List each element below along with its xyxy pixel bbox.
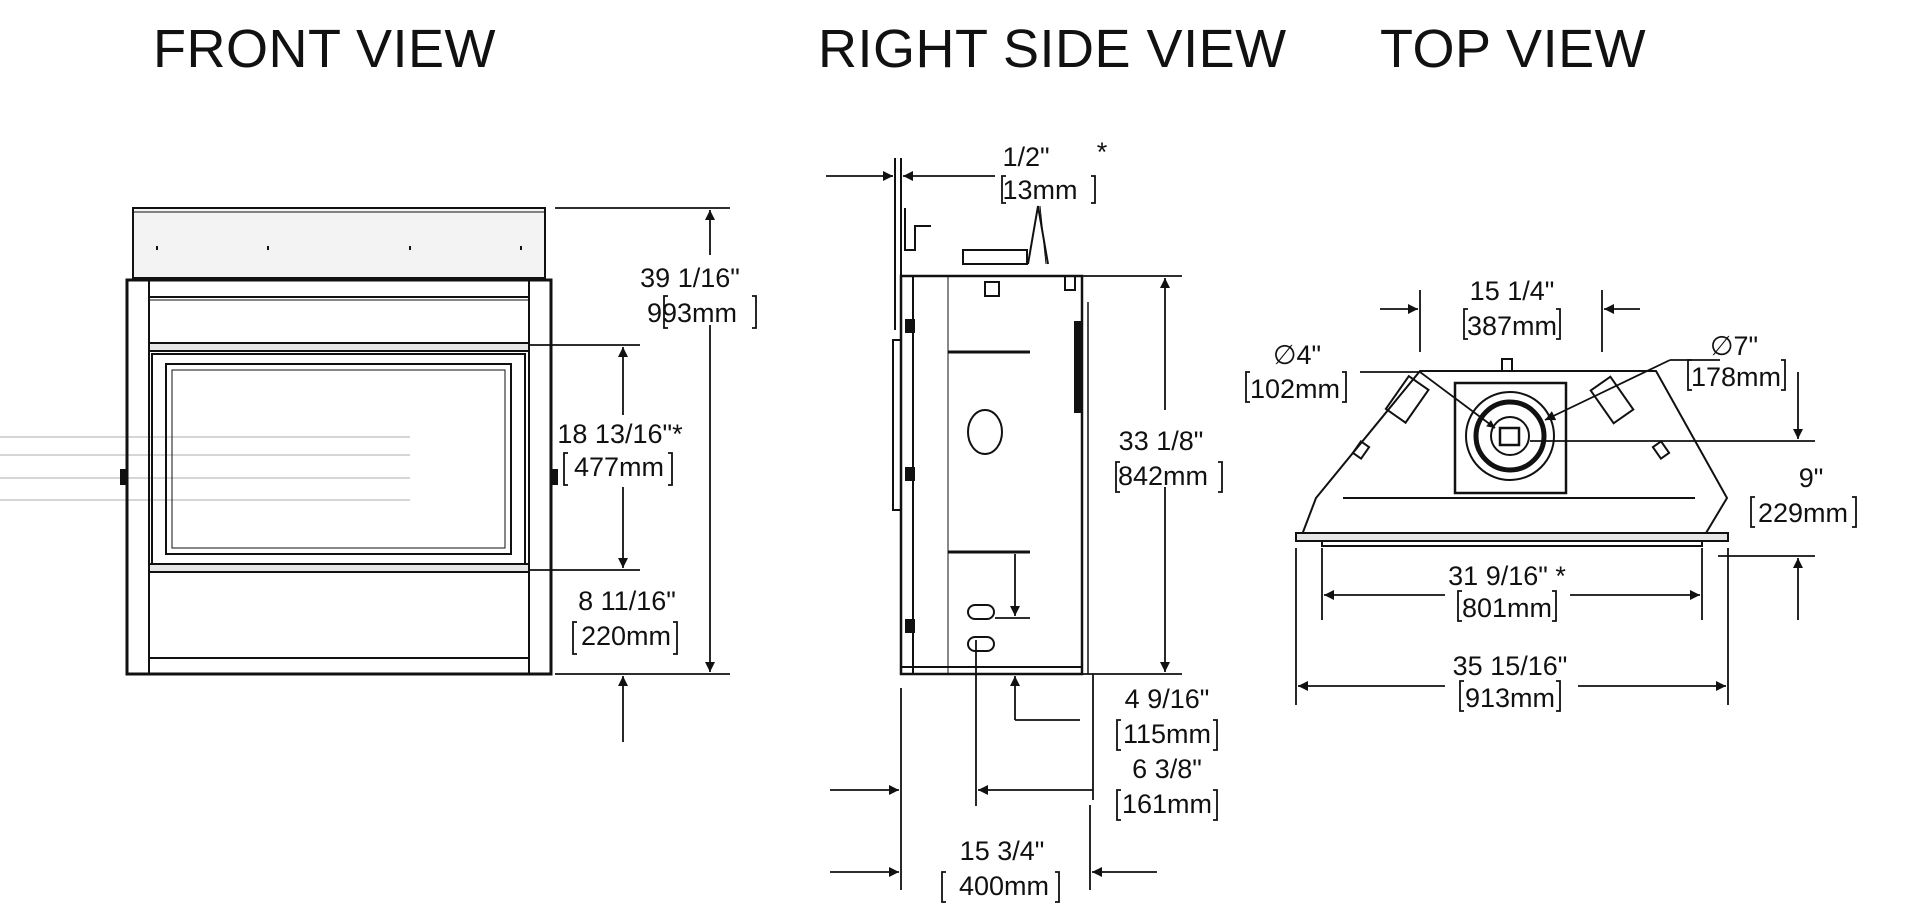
outer-flue-metric: 178mm: [1691, 362, 1781, 392]
top-view-drawing: [1295, 358, 1729, 547]
standoff-note: *: [1097, 137, 1108, 167]
side-view-dimensions: [826, 171, 1182, 890]
guide-lines: [0, 436, 410, 501]
inner-flue-label: ∅4": [1273, 340, 1321, 370]
top-view-title: TOP VIEW: [1380, 19, 1647, 79]
base-height-label: 8 11/16": [578, 586, 676, 616]
front-view-title: FRONT VIEW: [153, 19, 497, 79]
flue-offset-metric: 229mm: [1758, 498, 1848, 528]
body-height-metric: 842mm: [1118, 461, 1208, 491]
gas-inlet-depth-metric: 161mm: [1122, 789, 1212, 819]
back-width-metric: 801mm: [1462, 593, 1552, 623]
standoff-label: 1/2": [1002, 142, 1049, 172]
gas-inlet-height-label: 4 9/16": [1125, 684, 1210, 714]
front-width-metric: 913mm: [1465, 683, 1555, 713]
top-metric-brackets: [1245, 308, 1857, 712]
depth-metric: 400mm: [959, 871, 1049, 901]
front-width-label: 35 15/16": [1453, 651, 1568, 681]
body-height-label: 33 1/8": [1119, 426, 1204, 456]
top-view-dimensions: [1295, 290, 1815, 705]
depth-label: 15 3/4": [960, 836, 1045, 866]
collar-width-metric: 387mm: [1467, 311, 1557, 341]
back-width-label: 31 9/16" *: [1448, 561, 1566, 591]
inner-flue-metric: 102mm: [1250, 374, 1340, 404]
overall-height-metric: 993mm: [647, 298, 737, 328]
front-metric-brackets: [563, 295, 757, 655]
side-view-drawing: [892, 158, 1089, 676]
gas-inlet-height-metric: 115mm: [1123, 719, 1211, 749]
collar-width-label: 15 1/4": [1470, 276, 1555, 306]
gas-inlet-depth-label: 6 3/8": [1132, 754, 1202, 784]
front-view-dimensions: [530, 207, 730, 742]
side-metric-brackets: [941, 175, 1223, 903]
base-height-metric: 220mm: [581, 621, 671, 651]
flue-offset-label: 9": [1799, 463, 1824, 493]
front-view-drawing: [120, 207, 558, 676]
standoff-metric: 13mm: [1002, 175, 1077, 205]
glass-height-label: 18 13/16"*: [557, 419, 683, 449]
right-side-view-title: RIGHT SIDE VIEW: [818, 19, 1287, 79]
glass-height-metric: 477mm: [574, 452, 664, 482]
outer-flue-label: ∅7": [1710, 331, 1758, 361]
overall-height-label: 39 1/16": [640, 263, 740, 293]
